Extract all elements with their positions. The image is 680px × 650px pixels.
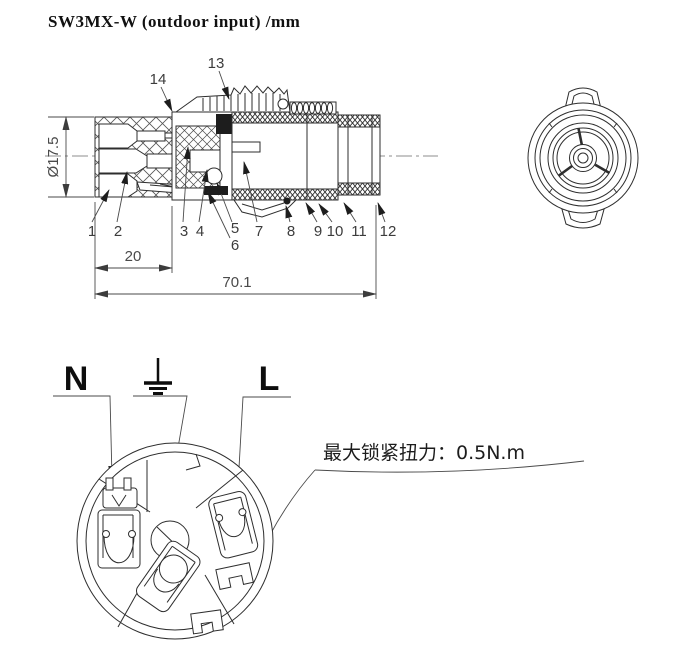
dim-front-length-value: 20 [125, 248, 142, 265]
part-label-12: 12 [380, 223, 397, 240]
part-label-7: 7 [255, 223, 263, 240]
rear-nut [337, 114, 381, 196]
part-label-2: 2 [114, 223, 122, 240]
part-label-5: 5 [231, 220, 239, 237]
torque-note: 最大锁紧扭力：0.5N.m [323, 442, 525, 464]
dim-total-length-value: 70.1 [222, 274, 251, 291]
part-label-13: 13 [208, 55, 225, 72]
dimension-front-length: 20 [94, 202, 173, 299]
live-pin-label: L [259, 360, 280, 398]
clamp-cap [174, 85, 291, 113]
part-label-8: 8 [287, 223, 295, 240]
dimension-diameter: Ø17.5 [45, 116, 94, 198]
neutral-terminal [97, 477, 141, 569]
part-label-3: 3 [180, 223, 188, 240]
part-label-4: 4 [196, 223, 204, 240]
contact-assembly [171, 111, 233, 201]
part-leader-lines [91, 70, 386, 239]
ground-terminal [136, 540, 224, 635]
socket-spokes [558, 128, 611, 177]
part-label-10: 10 [327, 223, 344, 240]
dim-diameter-value: Ø17.5 [45, 137, 62, 178]
seal-dot [283, 197, 291, 205]
part-number-labels: 1 2 3 4 5 6 7 8 9 10 11 12 13 14 [88, 55, 397, 254]
spring-detail [277, 98, 337, 115]
bezel-keys [548, 122, 618, 194]
part-label-1: 1 [88, 223, 96, 240]
neutral-pin-label: N [64, 360, 89, 398]
torque-note-underline [314, 460, 585, 473]
pinout-view: N L 最大锁紧扭力：0.5N.m [53, 358, 585, 640]
live-terminal [208, 491, 259, 590]
part-label-6: 6 [231, 237, 239, 254]
part-label-14: 14 [150, 71, 167, 88]
side-section-view: Ø17.5 20 70.1 [45, 55, 438, 299]
part-label-9: 9 [314, 223, 322, 240]
coupling-tube [231, 98, 339, 218]
earth-ground-icon [144, 358, 172, 395]
front-end-view [527, 87, 639, 229]
dimension-total-length: 70.1 [94, 205, 377, 299]
drawing-title: SW3MX-W (outdoor input) /mm [48, 12, 300, 31]
part-label-11: 11 [351, 223, 367, 240]
